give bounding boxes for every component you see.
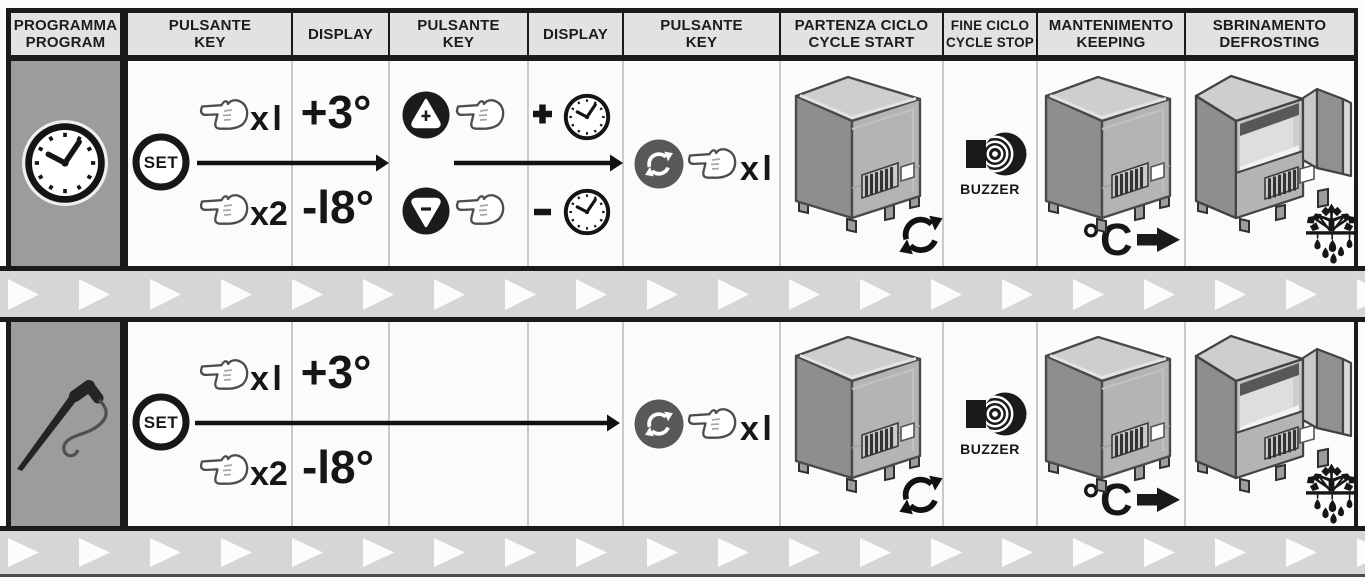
svg-text:SET: SET <box>144 413 179 432</box>
svg-text:SET: SET <box>144 153 179 172</box>
